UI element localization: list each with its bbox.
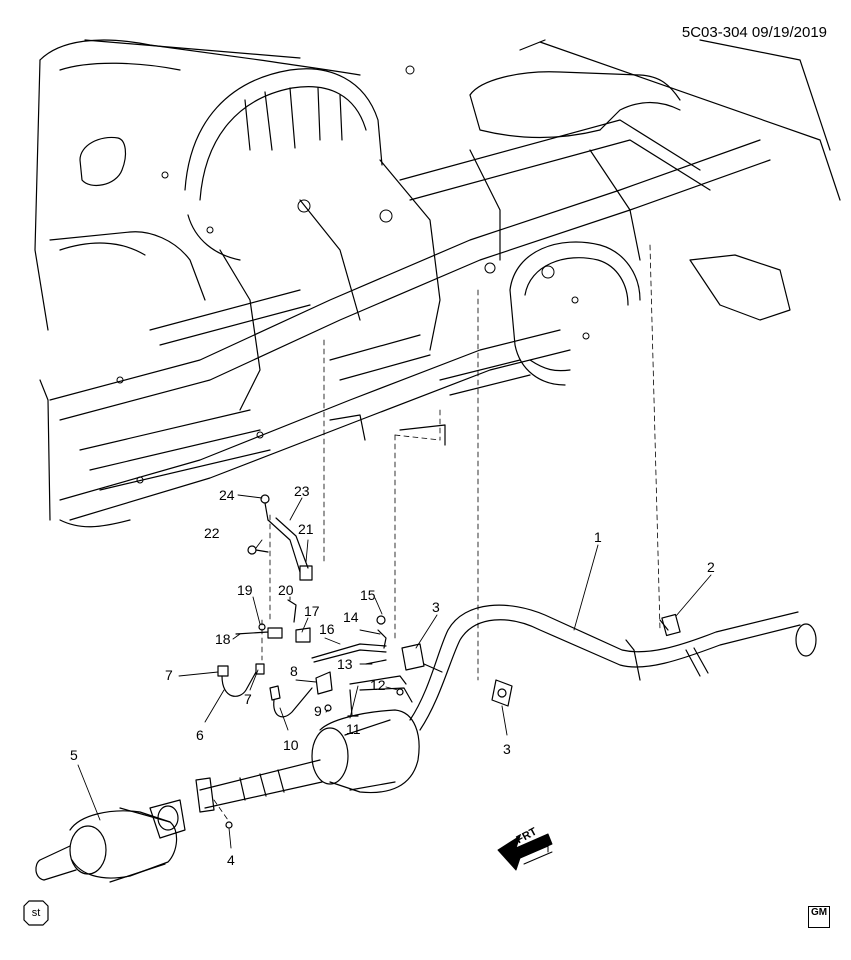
standard-torque-badge: st: [31, 907, 41, 919]
callout-12: 12: [370, 677, 386, 693]
callout-14: 14: [343, 609, 359, 625]
callout-3-lower: 3: [503, 741, 511, 757]
callout-16: 16: [319, 621, 335, 637]
callout-20: 20: [278, 582, 294, 598]
callout-3-upper: 3: [432, 599, 440, 615]
callout-18: 18: [215, 631, 231, 647]
callout-9: 9: [314, 703, 322, 719]
installation-leader-lines: [213, 244, 661, 821]
callout-13: 13: [337, 656, 353, 672]
callout-1: 1: [594, 529, 602, 545]
callout-15: 15: [360, 587, 376, 603]
callout-7-left: 7: [165, 667, 173, 683]
callout-21: 21: [298, 521, 314, 537]
small-parts: [217, 494, 407, 829]
callout-17: 17: [304, 603, 320, 619]
callout-10: 10: [283, 737, 299, 753]
callout-2: 2: [707, 559, 715, 575]
callout-23: 23: [294, 483, 310, 499]
standard-torque-octagon-icon: [23, 900, 49, 926]
callout-7-right: 7: [244, 691, 252, 707]
front-direction-arrow-icon: [497, 833, 553, 871]
callout-22: 22: [204, 525, 220, 541]
callout-4: 4: [227, 852, 235, 868]
callout-24: 24: [219, 487, 235, 503]
gm-logo-text: GM: [810, 907, 828, 918]
callout-6: 6: [196, 727, 204, 743]
exhaust-system: [35, 604, 817, 883]
gm-logo-icon: GM: [808, 906, 830, 928]
vehicle-underbody: [34, 39, 841, 528]
callout-5: 5: [70, 747, 78, 763]
callout-19: 19: [237, 582, 253, 598]
callout-leaders: [77, 494, 712, 849]
callout-8: 8: [290, 663, 298, 679]
document-reference: 5C03-304 09/19/2019: [681, 24, 827, 41]
callout-11: 11: [346, 721, 361, 737]
